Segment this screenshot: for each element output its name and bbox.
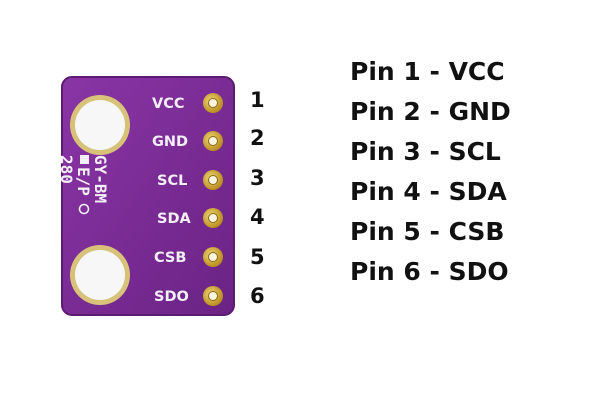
silk-label-pin-2: GND bbox=[152, 134, 188, 150]
silk-label-pin-6: SDO bbox=[154, 289, 189, 305]
pin-number-6: 6 bbox=[250, 284, 265, 308]
pin-number-5: 5 bbox=[250, 245, 265, 269]
pin-description-6: Pin 6 - SDO bbox=[350, 252, 511, 292]
pin-number-3: 3 bbox=[250, 166, 265, 190]
pin-number-1: 1 bbox=[250, 88, 265, 112]
silk-label-pin-1: VCC bbox=[152, 96, 185, 112]
silk-label-pin-5: CSB bbox=[154, 250, 186, 266]
pin-description-5: Pin 5 - CSB bbox=[350, 212, 511, 252]
pin-description-4: Pin 4 - SDA bbox=[350, 172, 511, 212]
silk-label-pin-4: SDA bbox=[157, 211, 191, 227]
pin-description-2: Pin 2 - GND bbox=[350, 92, 511, 132]
mounting-hole-top bbox=[70, 95, 130, 155]
silkscreen-line-3: 280 bbox=[57, 155, 76, 184]
pin-description-1: Pin 1 - VCC bbox=[350, 52, 511, 92]
silk-label-pin-3: SCL bbox=[157, 173, 187, 189]
pin-description-list: Pin 1 - VCC Pin 2 - GND Pin 3 - SCL Pin … bbox=[350, 52, 511, 292]
silkscreen-square-mark bbox=[80, 155, 89, 164]
mounting-hole-bottom bbox=[70, 245, 130, 305]
pin-number-4: 4 bbox=[250, 205, 265, 229]
pin-number-2: 2 bbox=[250, 126, 265, 150]
pin-description-3: Pin 3 - SCL bbox=[350, 132, 511, 172]
